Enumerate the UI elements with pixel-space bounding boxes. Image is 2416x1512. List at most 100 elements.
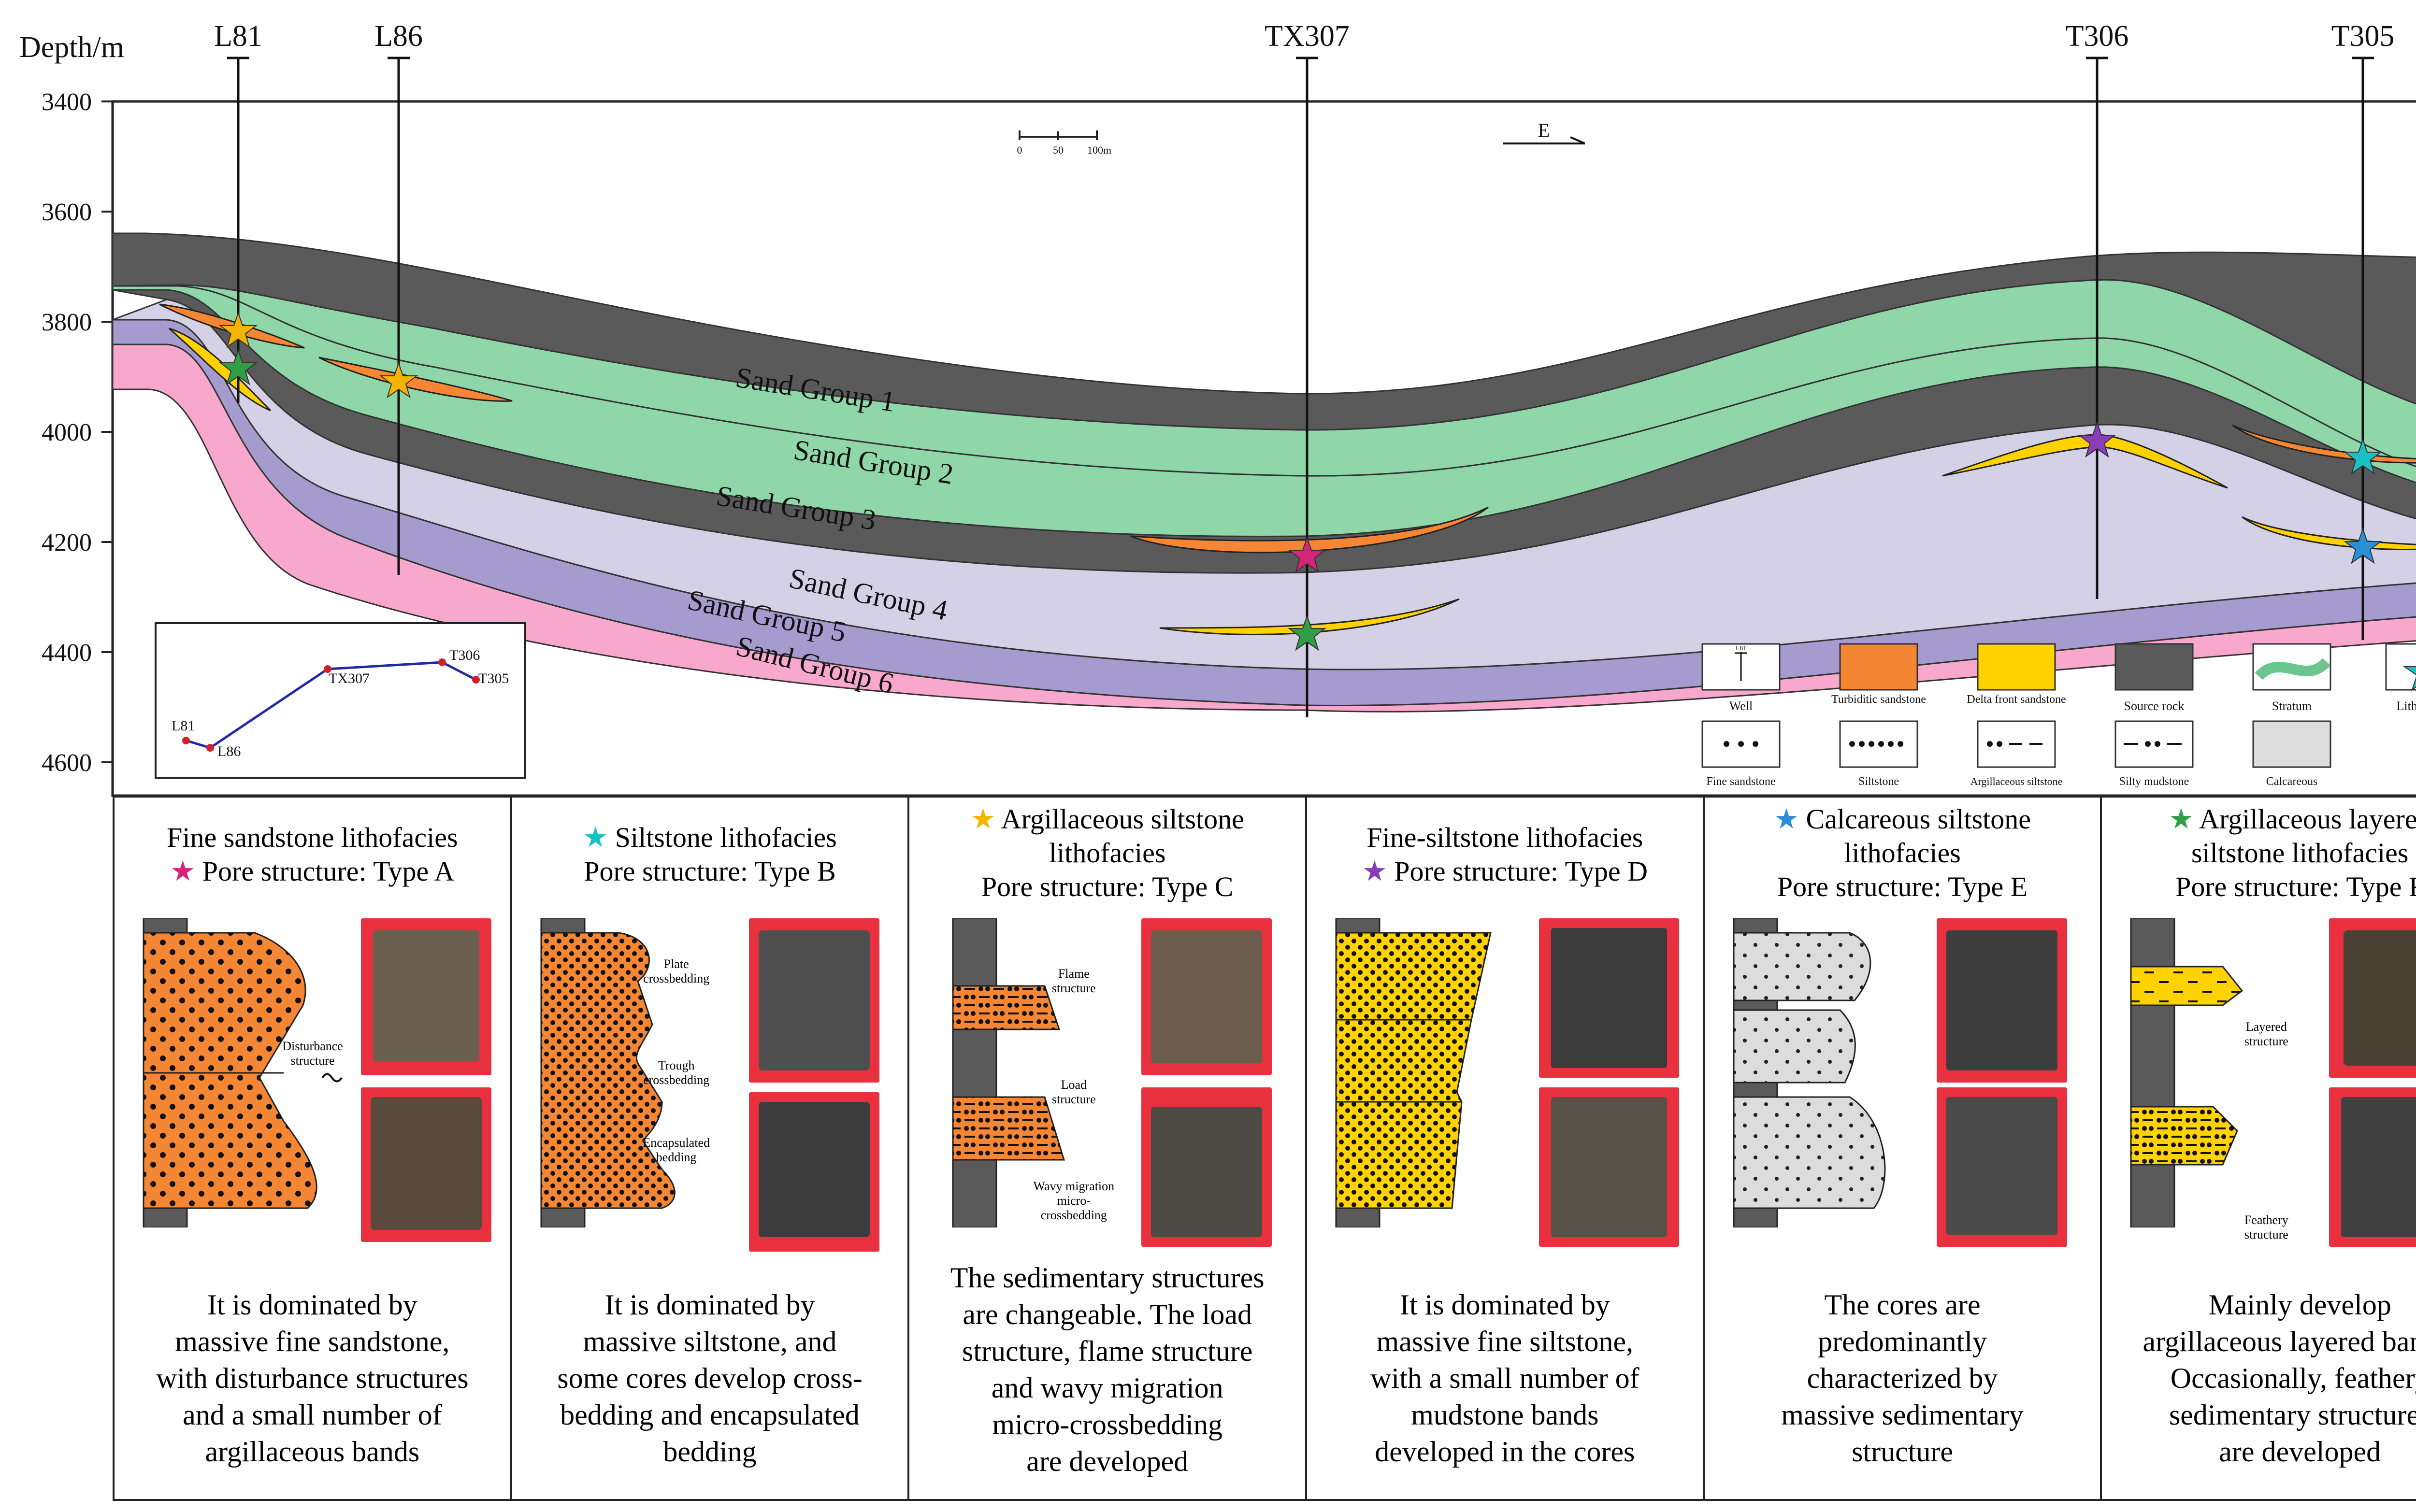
structure-label: Encapsulated bedding [643, 1136, 710, 1164]
core-photo [361, 1087, 491, 1242]
core-photo [1539, 1087, 1680, 1247]
heading-line: siltstone lithofacies [2191, 837, 2409, 869]
direction-arrow: E [1503, 119, 1585, 144]
lithology-log [952, 918, 1065, 1227]
structure-label: Wavy migration micro-crossbedding [1033, 1179, 1115, 1222]
heading-line: Pore structure: Type C [981, 871, 1234, 902]
strata [112, 232, 2416, 713]
scale-mid: 50 [1053, 144, 1064, 156]
heading-line-star: ★ Calcareous siltstone [1774, 803, 2031, 835]
legend-siltstone: Siltstone [1858, 775, 1899, 788]
structure-label: Load structure [1051, 1078, 1096, 1106]
structure-label: Disturbance structure [282, 1039, 343, 1068]
core-photo [1539, 918, 1680, 1078]
legend-silty-mud: Silty mudstone [2119, 775, 2189, 788]
map-label: TX307 [329, 670, 370, 686]
heading-line-star: ★ Pore structure: Type D [1362, 856, 1648, 887]
star-marker [219, 311, 258, 348]
panel-heading: Fine sandstone lithofacies ★ Pore struct… [115, 821, 510, 888]
panel-heading: ★ Calcareous siltstone lithofacies Pore … [1705, 802, 2100, 904]
core-photo [1141, 1087, 1272, 1247]
core-photo [2329, 1087, 2416, 1247]
direction-label: E [1538, 119, 1550, 141]
lithology-log [2130, 918, 2243, 1227]
map-label: T305 [478, 670, 509, 686]
legend-fine: Fine sandstone [1706, 775, 1775, 788]
heading-line: Pore structure: Type E [1777, 871, 2028, 902]
map-label: T306 [449, 647, 480, 663]
panel-type-b: ★ Siltstone lithofacies Pore structure: … [512, 798, 910, 1499]
turbiditic-lens [2232, 424, 2416, 464]
star-marker [2344, 527, 2382, 564]
legend-lithofacies: Lithofacies [2397, 699, 2416, 713]
tick-label: 3800 [42, 309, 92, 336]
scale-zero: 0 [1017, 144, 1022, 156]
structure-label: Feathery structure [2244, 1213, 2288, 1241]
panel-type-a: Fine sandstone lithofacies ★ Pore struct… [115, 798, 512, 1499]
panel-heading: ★ Siltstone lithofacies Pore structure: … [512, 821, 908, 888]
heading-line: lithofacies [1844, 837, 1961, 869]
core-photo [2329, 918, 2416, 1078]
tick-label: 4000 [42, 419, 92, 446]
legend-delta: Delta front sandstone [1967, 693, 2066, 706]
star-icon: ★ [970, 803, 996, 835]
delta-lens [2242, 516, 2416, 550]
map-label: L81 [172, 718, 195, 734]
lithofacies-panels: Fine sandstone lithofacies ★ Pore struct… [113, 796, 2416, 1501]
legend-well: Well [1729, 699, 1753, 713]
star-marker [379, 361, 418, 399]
legend: L81 Well Turbiditic sandstone Delta fron… [1701, 643, 2416, 788]
legend-calcareous: Calcareous [2266, 775, 2318, 788]
legend-well-icon: L81 [1736, 645, 1747, 652]
sand-group-1-layer [112, 232, 2416, 431]
legend-argillaceous: Argillaceous siltstone [1970, 775, 2063, 787]
heading-line: lithofacies [1049, 837, 1166, 869]
structure-label: Trough crossbedding [643, 1058, 710, 1087]
star-icon: ★ [1362, 856, 1387, 887]
tick-label: 3400 [42, 88, 92, 116]
panel-heading: Fine-siltstone lithofacies ★ Pore struct… [1307, 821, 1703, 888]
panel-type-f: ★ Argillaceous layered siltstone lithofa… [2102, 798, 2416, 1499]
core-photo [1936, 1087, 2067, 1247]
legend-stratum: Stratum [2272, 699, 2312, 713]
star-marker [1288, 614, 1326, 651]
lithology-log [143, 918, 343, 1227]
heading-line-star: ★ Argillaceous layered [2168, 803, 2416, 835]
depth-ticks: 3400 3600 3800 4000 4200 4400 4600 [42, 88, 113, 777]
well-label: L86 [374, 20, 423, 53]
star-marker [2344, 438, 2382, 475]
legend-turbiditic: Turbiditic sandstone [1831, 693, 1926, 706]
panel-heading: ★ Argillaceous layered siltstone lithofa… [2102, 802, 2416, 904]
legend-source: Source rock [2124, 699, 2185, 713]
core-photo [1936, 918, 2067, 1083]
panel-heading: ★ Argillaceous siltstone lithofacies Por… [909, 802, 1305, 904]
turbiditic-lens [1130, 506, 1489, 554]
heading-line-star: ★ Pore structure: Type A [170, 856, 455, 887]
heading-line-star: ★ Argillaceous siltstone [970, 803, 1244, 835]
heading-line-star: ★ Siltstone lithofacies [583, 822, 837, 853]
lithofacies-icon [2402, 666, 2416, 691]
heading-line: Fine-siltstone lithofacies [1366, 822, 1643, 853]
tick-label: 4200 [42, 529, 92, 556]
structure-label: Plate crossbedding [643, 957, 710, 985]
tick-label: 4600 [42, 749, 92, 777]
panel-type-e: ★ Calcareous siltstone lithofacies Pore … [1705, 798, 2102, 1499]
axis-title: Depth/m [19, 31, 124, 64]
star-icon: ★ [2168, 803, 2194, 835]
star-marker [219, 348, 258, 385]
star-icon: ★ [170, 856, 196, 887]
panel-type-d: Fine-siltstone lithofacies ★ Pore struct… [1307, 798, 1705, 1499]
scale-bar: 0 50 100m [1017, 130, 1111, 156]
well-labels: L81 L86 TX307 T306 T305 [214, 20, 2394, 53]
tick-label: 4400 [42, 639, 92, 667]
core-photo [748, 1092, 879, 1252]
turbiditic-lens [318, 357, 513, 402]
heading-line: Pore structure: Type F [2175, 871, 2416, 902]
star-icon: ★ [583, 822, 608, 853]
